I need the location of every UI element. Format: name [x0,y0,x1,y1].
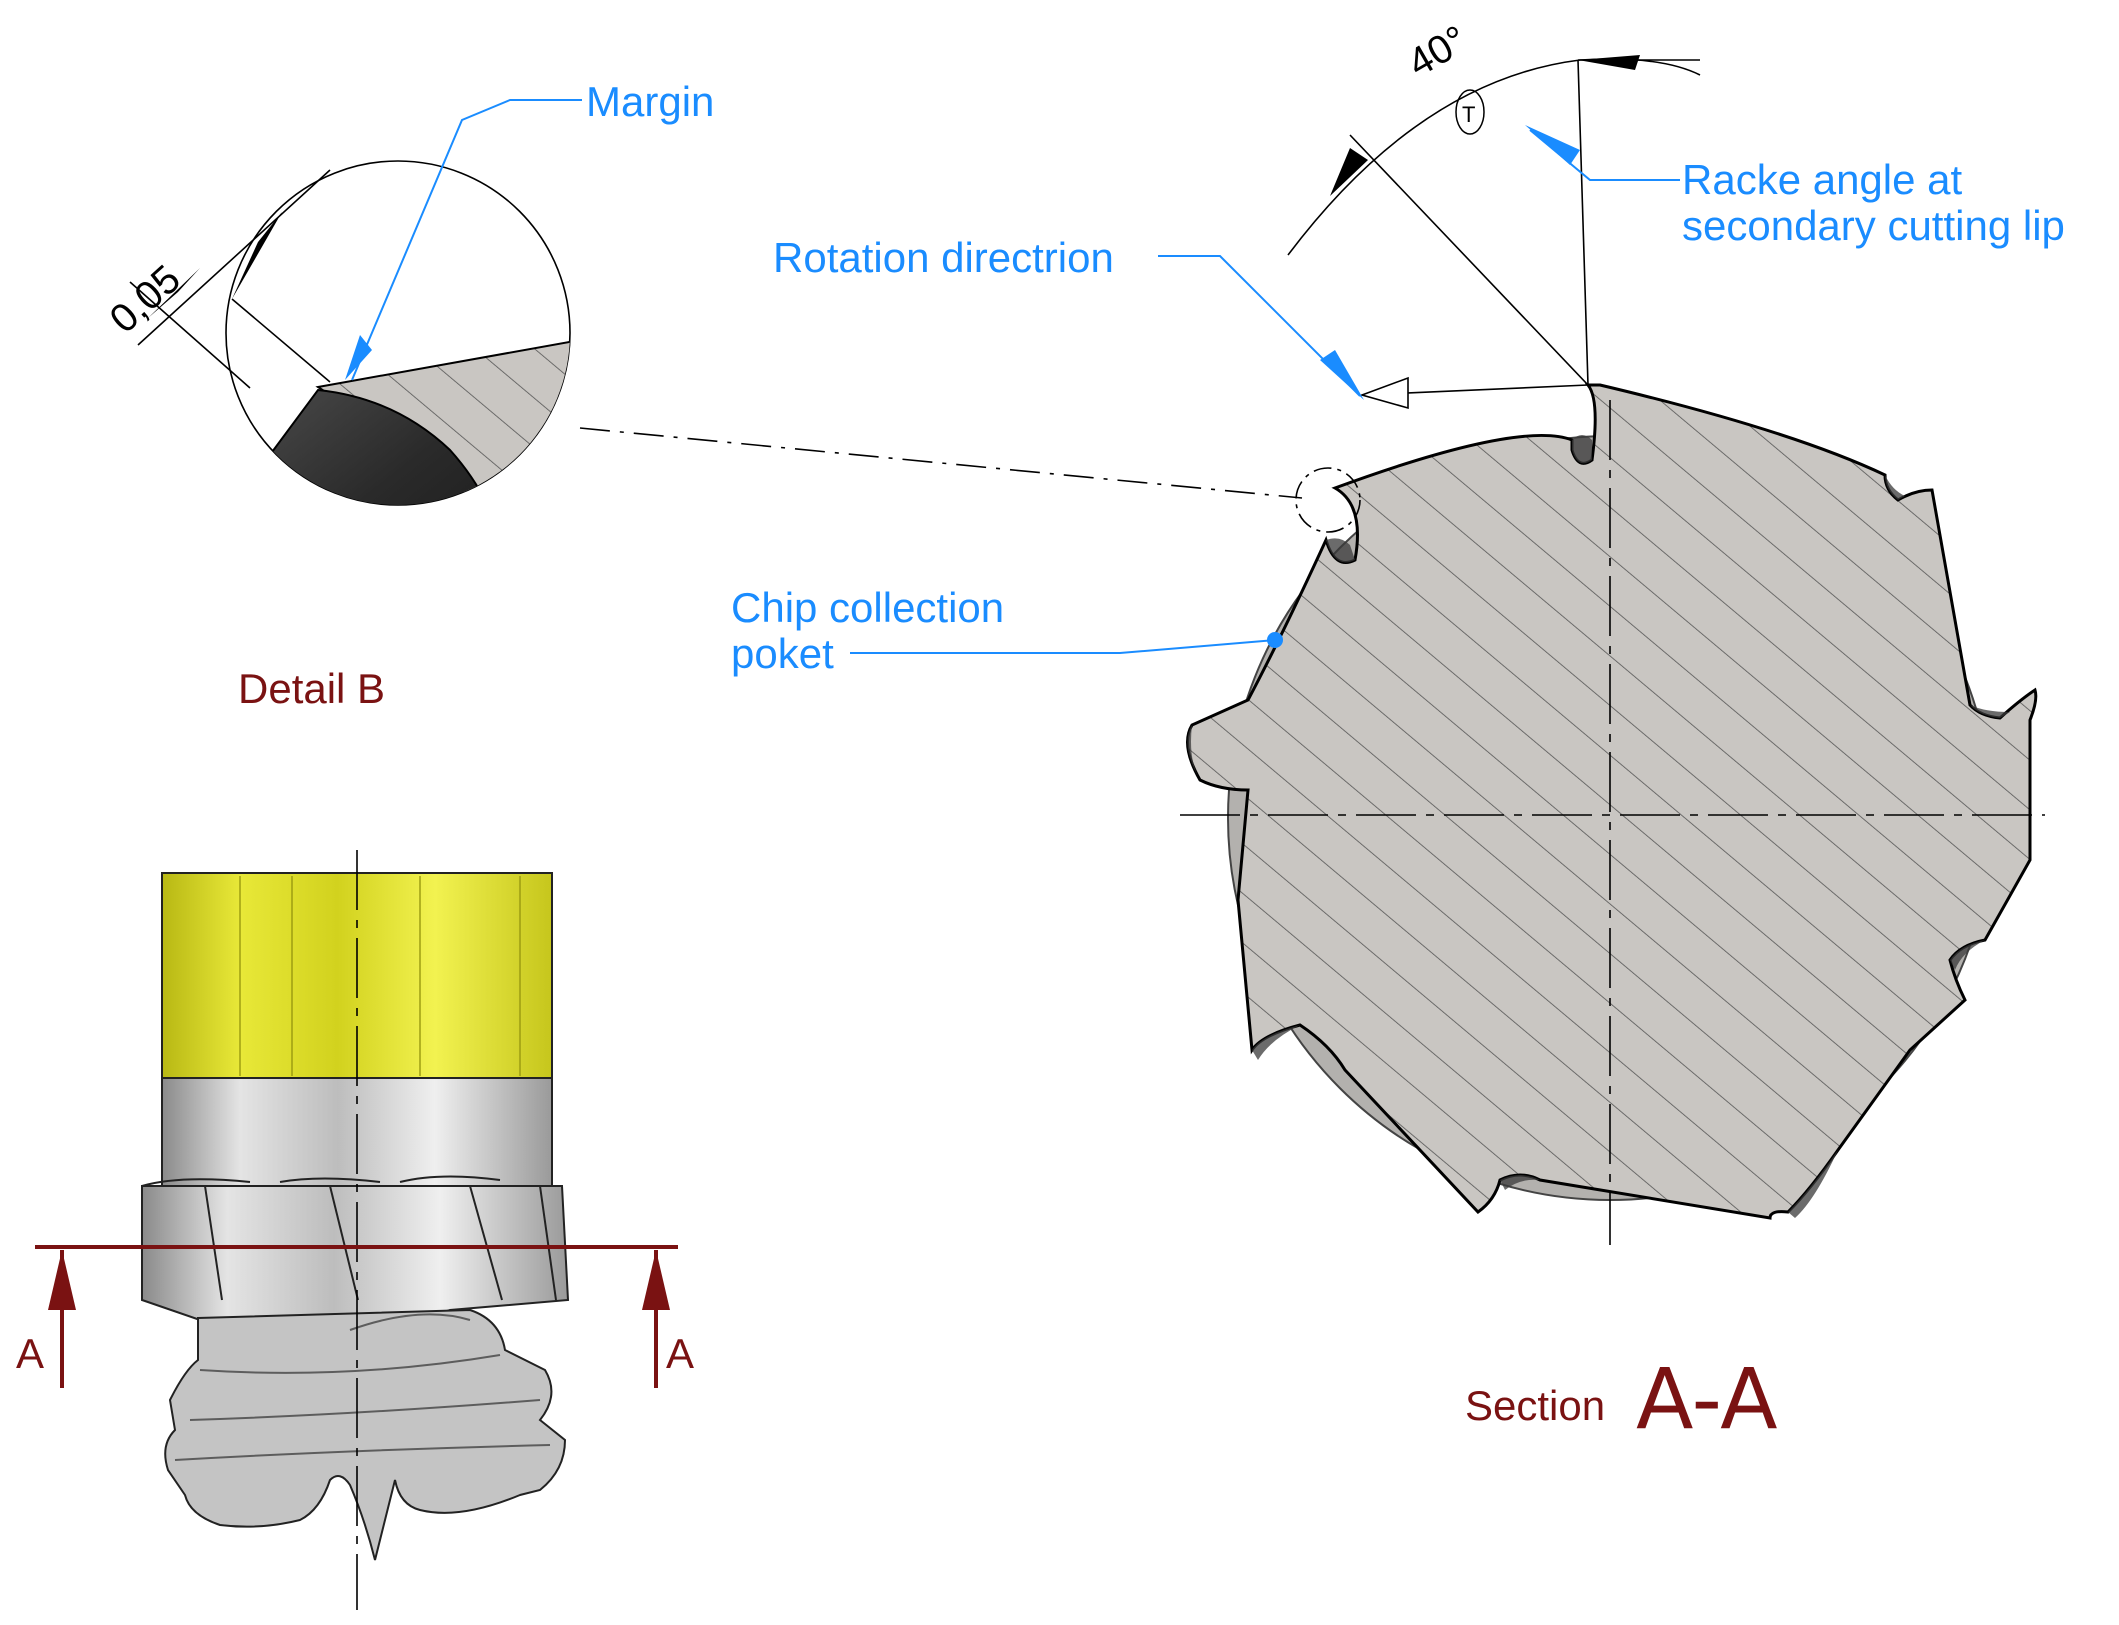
margin-dimension: 0,05 [102,257,189,342]
tool-side-view: A A [16,850,694,1610]
section-caption-word: Section [1465,1382,1605,1429]
section-hatched-profile [1186,383,2038,1220]
chip-label-line1: Chip collection [731,584,1004,631]
rotation-label: Rotation directrion [773,234,1114,281]
section-a-a-view: 40° T Racke angle at secondary cutting l… [731,17,2065,1448]
rake-label-line2: secondary cutting lip [1682,202,2065,249]
detail-caption: Detail B [238,665,385,712]
angle-symbol: T [1462,102,1475,127]
tool-flute-body [164,1308,567,1561]
rake-label-line1: Racke angle at [1682,156,1963,203]
cut-label-left: A [16,1330,44,1377]
detail-b-view: 0,05 Margin Detail B [102,78,1303,712]
margin-label: Margin [586,78,714,125]
section-caption-id: A-A [1636,1350,1778,1448]
cut-label-right: A [666,1330,694,1377]
tool-cutting-head [141,1185,570,1321]
angle-dimension: 40° [1401,17,1475,85]
chip-label-line2: poket [731,630,834,677]
